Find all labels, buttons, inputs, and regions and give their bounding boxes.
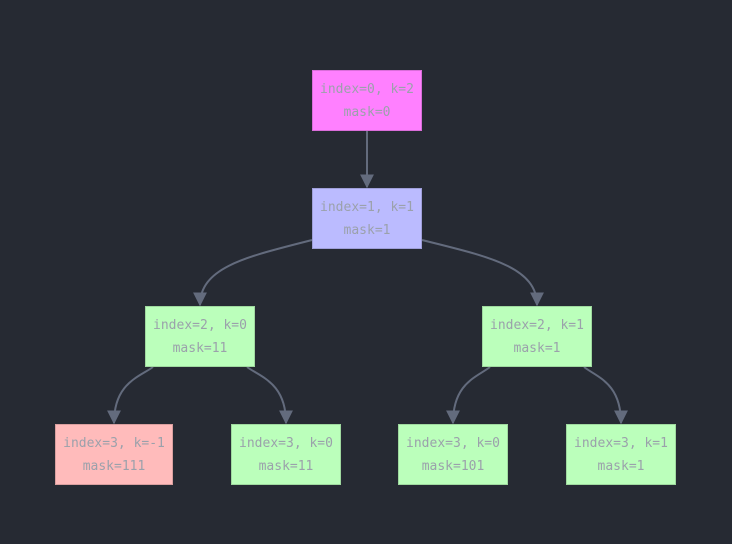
edge-n2-n5 bbox=[246, 366, 293, 425]
node-mask: mask=1 bbox=[343, 222, 391, 238]
node-label: index=2, k=0 bbox=[153, 317, 247, 333]
node-label: index=2, k=1 bbox=[490, 317, 584, 333]
node-index2-right: index=2, k=1 mask=1 bbox=[482, 306, 592, 367]
node-mask: mask=11 bbox=[258, 458, 314, 474]
edge-n1-n2 bbox=[193, 239, 313, 307]
edge-n1-n3 bbox=[421, 239, 544, 307]
edge-n2-n4 bbox=[107, 366, 154, 425]
node-label: index=1, k=1 bbox=[320, 199, 414, 215]
node-mask: mask=1 bbox=[597, 458, 645, 474]
node-leaf-1: index=3, k=-1 mask=111 bbox=[55, 424, 173, 485]
edge-n3-n7 bbox=[583, 366, 628, 425]
node-leaf-3: index=3, k=0 mask=101 bbox=[398, 424, 508, 485]
node-leaf-2: index=3, k=0 mask=11 bbox=[231, 424, 341, 485]
node-mask: mask=0 bbox=[343, 104, 391, 120]
node-mask: mask=101 bbox=[421, 458, 485, 474]
node-mask: mask=11 bbox=[172, 340, 228, 356]
node-index2-left: index=2, k=0 mask=11 bbox=[145, 306, 255, 367]
node-label: index=3, k=1 bbox=[574, 435, 668, 451]
node-label: index=3, k=0 bbox=[406, 435, 500, 451]
edge-n3-n6 bbox=[446, 366, 491, 425]
node-label: index=0, k=2 bbox=[320, 81, 414, 97]
node-root: index=0, k=2 mask=0 bbox=[312, 70, 422, 131]
node-leaf-4: index=3, k=1 mask=1 bbox=[566, 424, 676, 485]
node-index1: index=1, k=1 mask=1 bbox=[312, 188, 422, 249]
node-mask: mask=1 bbox=[513, 340, 561, 356]
node-label: index=3, k=-1 bbox=[63, 435, 165, 451]
node-mask: mask=111 bbox=[82, 458, 146, 474]
node-label: index=3, k=0 bbox=[239, 435, 333, 451]
